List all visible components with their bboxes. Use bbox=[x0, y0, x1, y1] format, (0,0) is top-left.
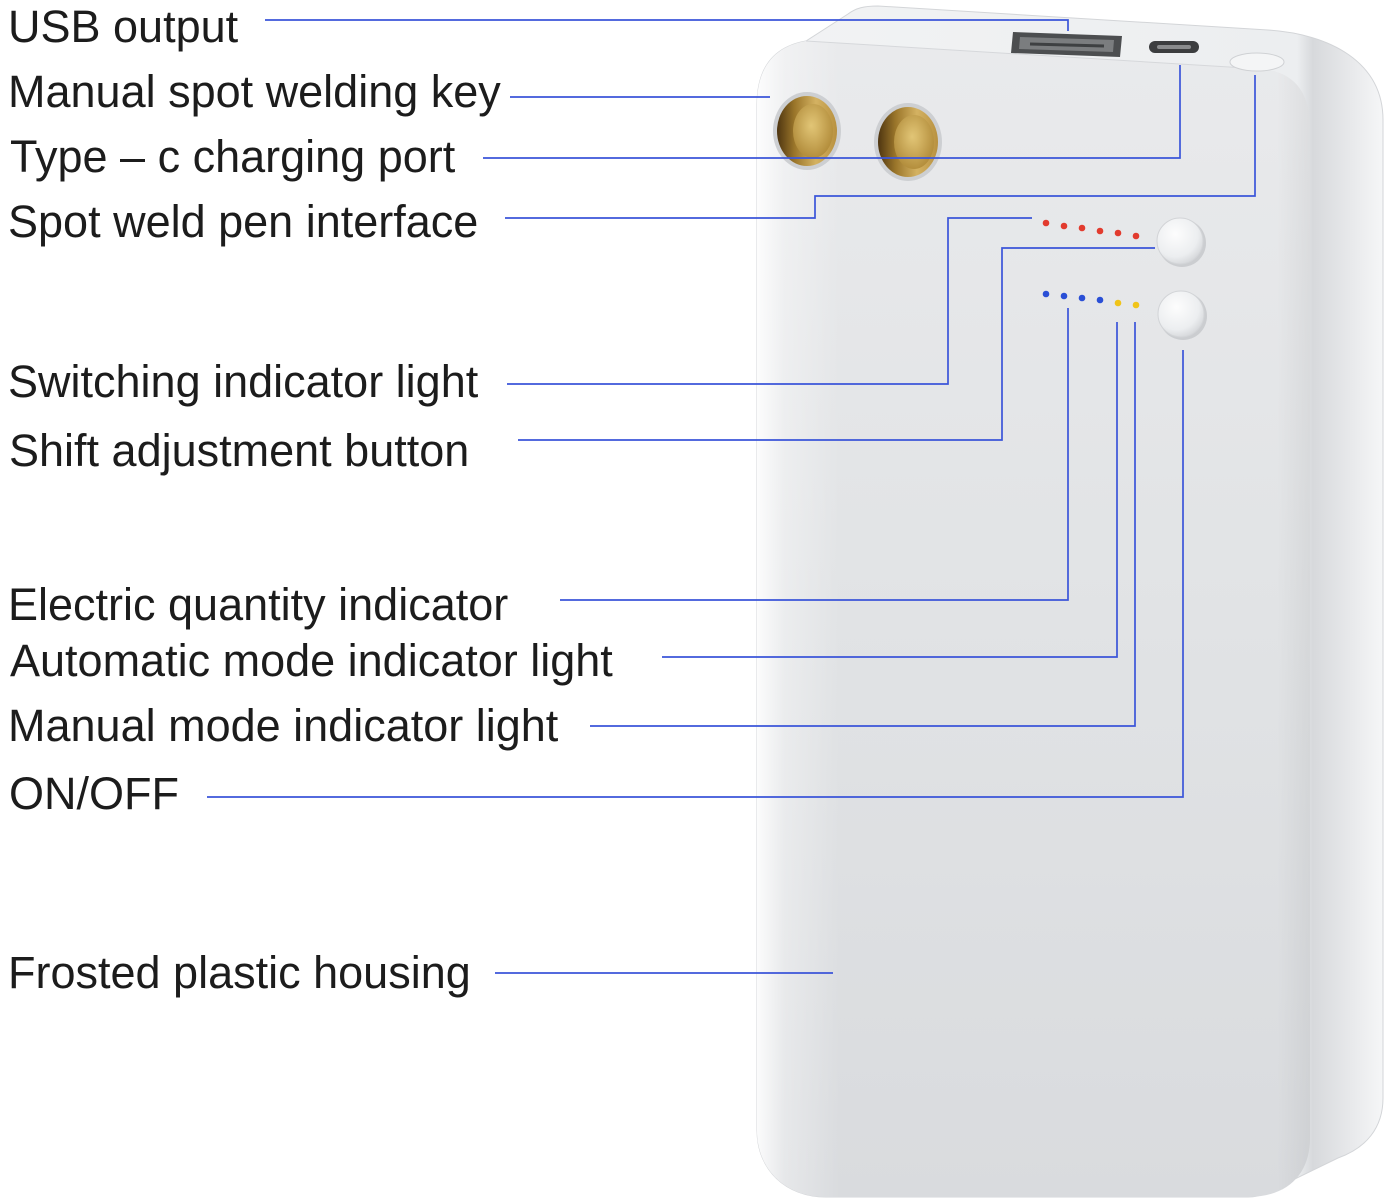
status-indicator-lights bbox=[1042, 290, 1140, 309]
type-c-port-tongue bbox=[1157, 45, 1191, 49]
label-spot-weld-pen-interface: Spot weld pen interface bbox=[8, 196, 479, 247]
label-frosted-plastic-housing: Frosted plastic housing bbox=[8, 947, 471, 998]
label-switching-indicator-light: Switching indicator light bbox=[8, 356, 479, 407]
button-cap bbox=[1156, 217, 1204, 265]
type-c-port bbox=[1149, 41, 1199, 53]
switching-indicator-dot bbox=[1042, 219, 1050, 227]
electric-quantity-dot bbox=[1078, 294, 1086, 302]
switching-indicator-lights bbox=[1042, 219, 1140, 240]
switching-indicator-dot bbox=[1078, 224, 1086, 232]
power-button bbox=[1157, 290, 1207, 340]
usb-port bbox=[1011, 32, 1122, 57]
electric-quantity-dot bbox=[1060, 292, 1068, 300]
label-shift-adjustment-button: Shift adjustment button bbox=[9, 425, 470, 476]
housing-front-highlight bbox=[757, 41, 1310, 1197]
electric-quantity-dot bbox=[1096, 296, 1104, 304]
weld-socket-core bbox=[793, 104, 833, 158]
leader-line-electric-quantity-indicator bbox=[560, 308, 1069, 601]
button-cap bbox=[1157, 290, 1205, 338]
label-manual-mode-indicator-light: Manual mode indicator light bbox=[8, 700, 559, 751]
switching-indicator-dot bbox=[1114, 229, 1122, 237]
weld-socket-right bbox=[874, 103, 942, 181]
weld-socket-left bbox=[773, 92, 841, 170]
label-type-c-charging-port: Type – c charging port bbox=[10, 131, 456, 182]
electric-quantity-dot bbox=[1042, 290, 1050, 298]
usb-port-contact bbox=[1029, 42, 1105, 48]
leader-line-switching-indicator-light bbox=[507, 217, 1032, 385]
leader-line-type-c-charging-port bbox=[483, 65, 1181, 159]
label-manual-spot-welding-key: Manual spot welding key bbox=[8, 66, 501, 117]
leader-line-usb-output bbox=[265, 19, 1069, 31]
switching-indicator-dot bbox=[1060, 222, 1068, 230]
label-on-off: ON/OFF bbox=[9, 768, 179, 819]
leader-lines bbox=[207, 19, 1256, 974]
label-electric-quantity-indicator: Electric quantity indicator bbox=[8, 579, 509, 630]
leader-line-on-off bbox=[207, 350, 1184, 798]
spot-weld-pen-interface bbox=[1229, 52, 1285, 72]
leader-line-automatic-mode-indicator-light bbox=[662, 322, 1118, 658]
device-housing bbox=[756, 5, 1384, 1198]
weld-socket-core bbox=[894, 115, 934, 169]
leader-line-manual-mode-indicator-light bbox=[590, 322, 1136, 727]
switching-indicator-dot bbox=[1096, 227, 1104, 235]
label-automatic-mode-indicator-light: Automatic mode indicator light bbox=[10, 635, 613, 686]
manual-mode-dot bbox=[1132, 301, 1140, 309]
switching-indicator-dot bbox=[1132, 232, 1140, 240]
leader-line-shift-adjustment-button bbox=[518, 247, 1155, 441]
automatic-mode-dot bbox=[1114, 299, 1122, 307]
housing-top-edge bbox=[805, 40, 1263, 70]
leader-line-spot-weld-pen-interface bbox=[505, 75, 1256, 219]
shift-adjustment-button bbox=[1156, 217, 1206, 267]
label-usb-output: USB output bbox=[8, 1, 239, 52]
